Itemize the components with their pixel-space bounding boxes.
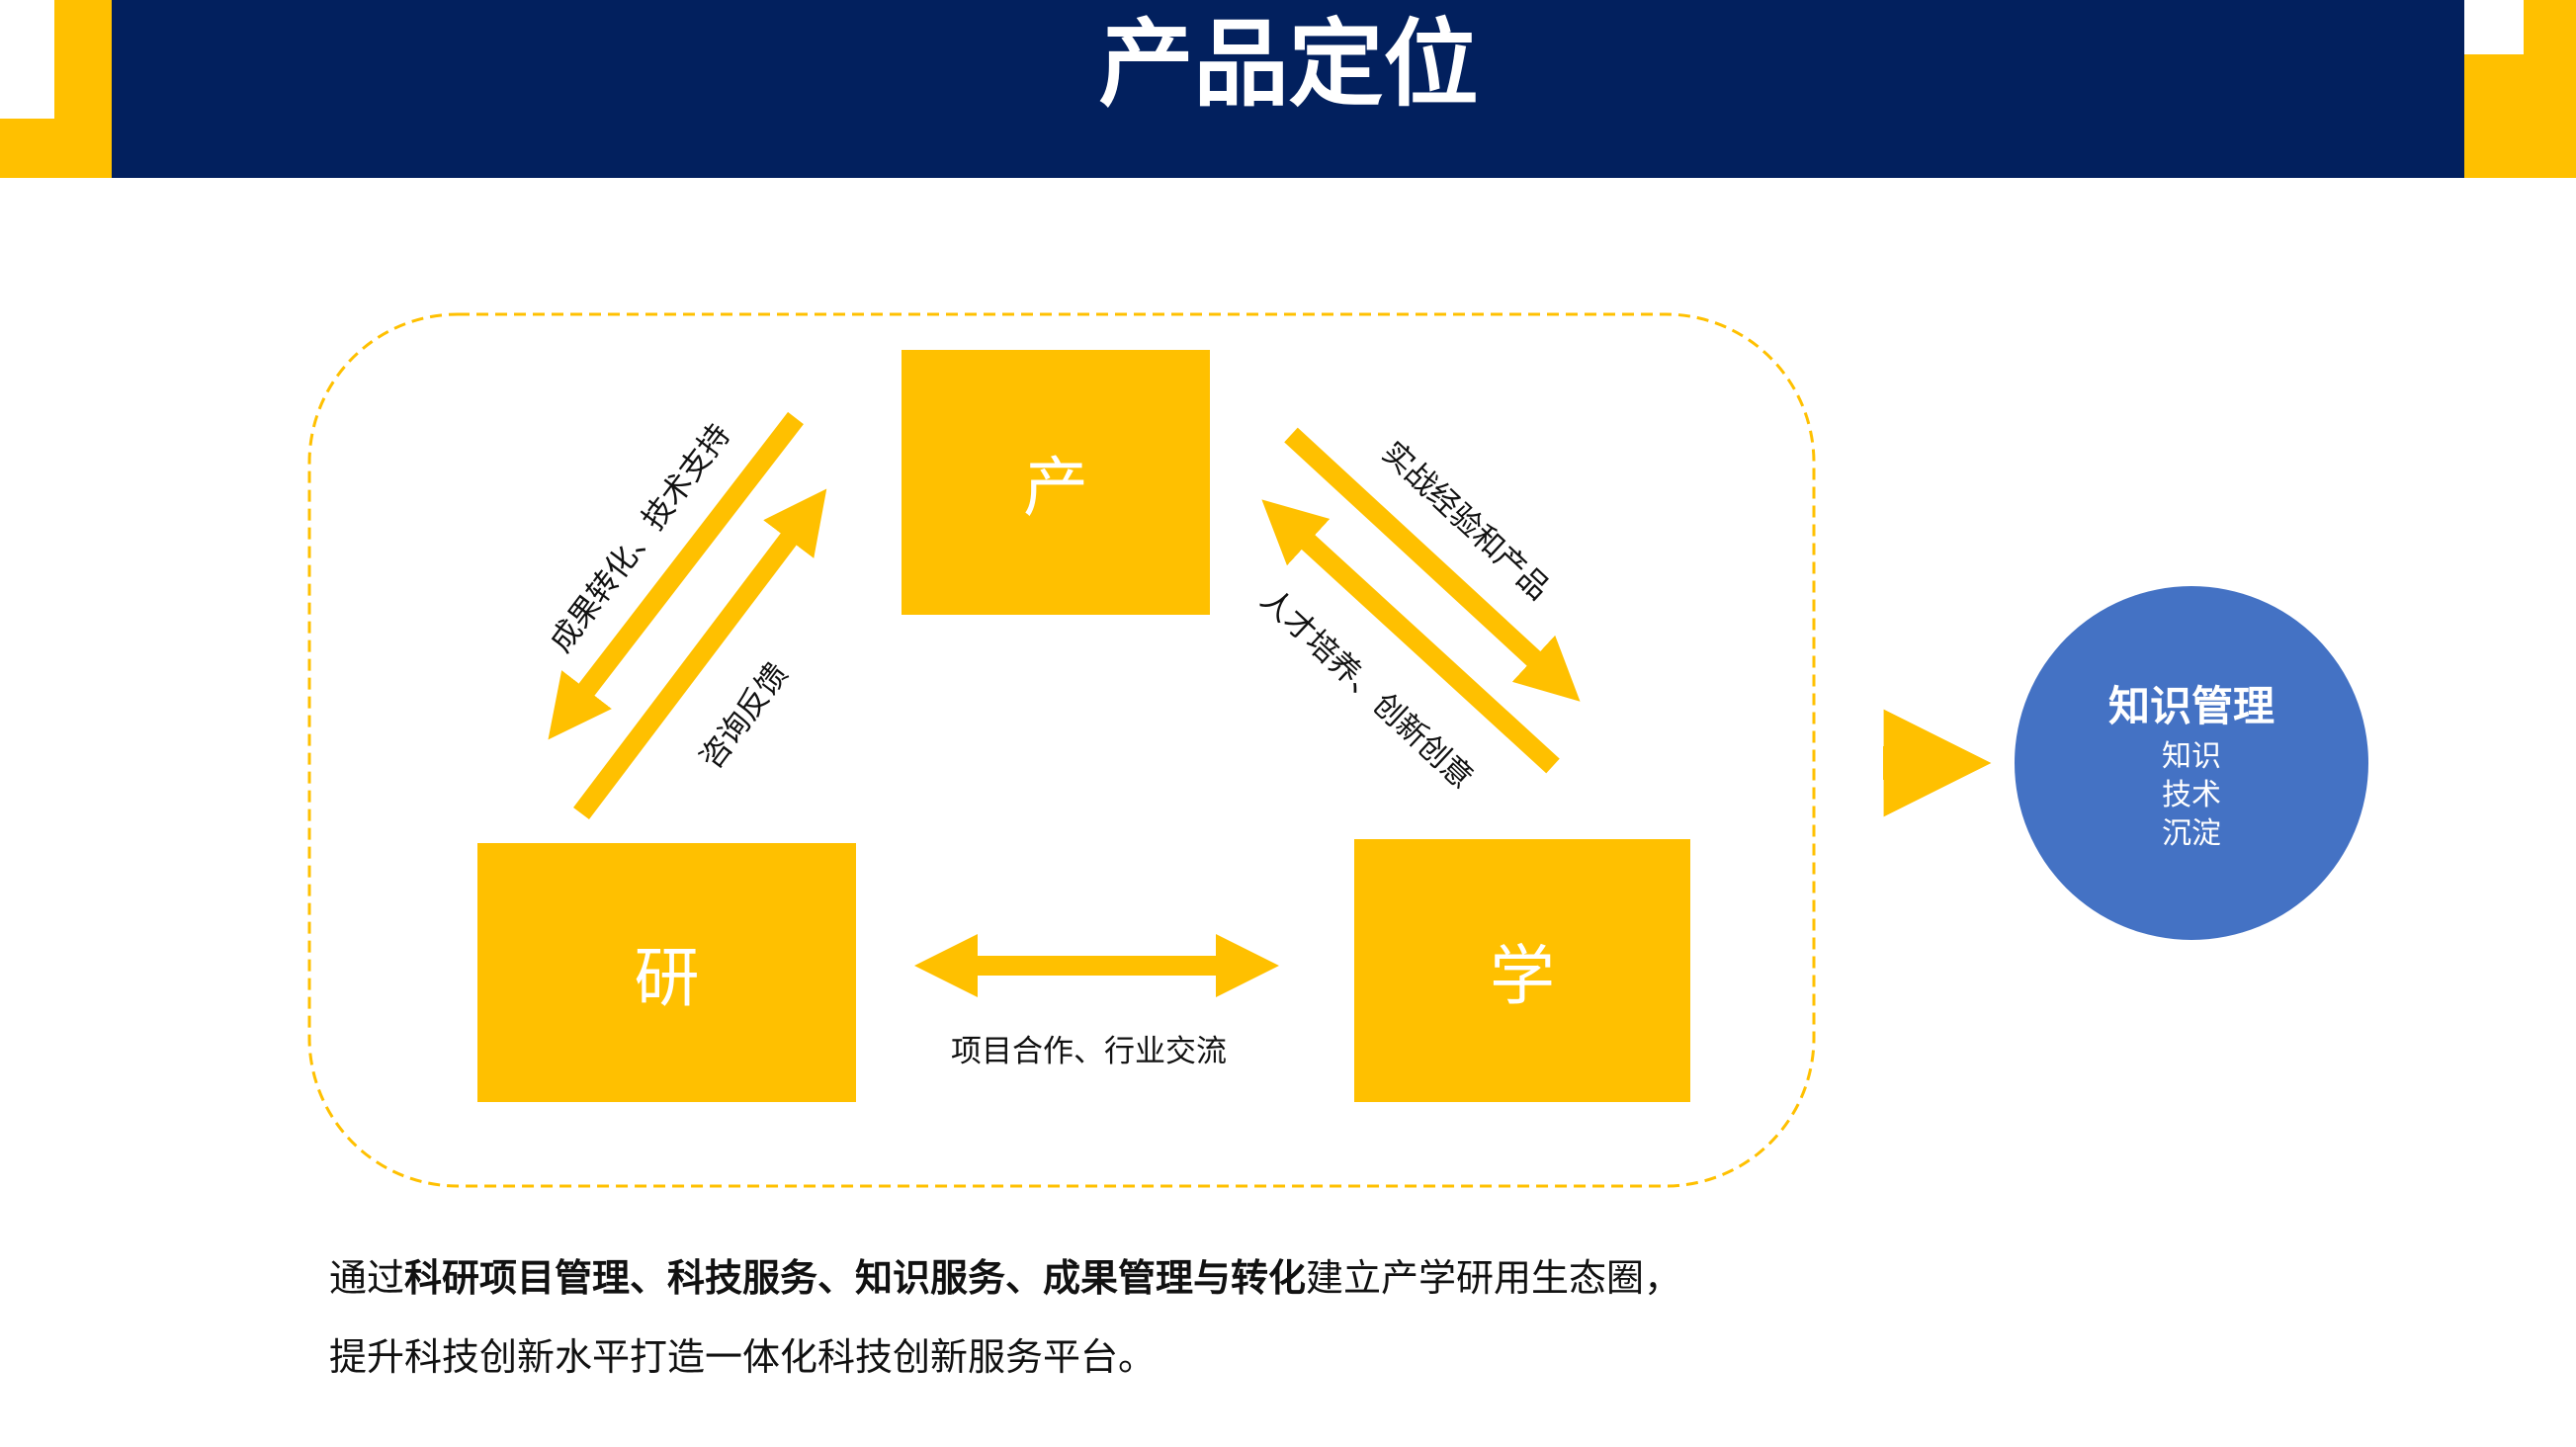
description-line-1: 通过科研项目管理、科技服务、知识服务、成果管理与转化建立产学研用生态圈， [329, 1247, 1681, 1302]
circle-title: 知识管理 [2107, 682, 2275, 730]
arrow-yan-to-chan [573, 488, 827, 820]
description-highlight: 科研项目管理、科技服务、知识服务、成果管理与转化 [404, 1256, 1307, 1300]
corner-decoration-left-cutout [0, 0, 54, 119]
node-xue-label: 学 [1490, 938, 1555, 1014]
circle-line-technology: 技术 [2162, 778, 2221, 812]
node-yan: 研 [477, 843, 856, 1102]
description-suffix: 建立产学研用生态圈， [1306, 1256, 1682, 1300]
arrow-chan-to-xue [1284, 427, 1581, 702]
header-bar: 产品定位 [54, 0, 2523, 178]
circle-line-knowledge: 知识 [2162, 739, 2221, 774]
label-bottom: 项目合作、行业交流 [951, 1034, 1227, 1069]
node-yan-label: 研 [634, 940, 700, 1016]
page-title: 产品定位 [1098, 9, 1479, 120]
node-chan-label: 产 [1023, 450, 1088, 526]
node-xue: 学 [1354, 839, 1690, 1102]
description-line-2: 提升科技创新水平打造一体化科技创新服务平台。 [329, 1335, 1157, 1379]
diagram-container-border [307, 312, 1816, 1188]
arrow-xue-to-chan [1261, 499, 1560, 774]
circle-line-accumulation: 沉淀 [2162, 816, 2221, 851]
description-prefix: 通过 [329, 1256, 405, 1300]
node-chan: 产 [902, 350, 1210, 615]
corner-decoration-right-cutout [2464, 0, 2524, 54]
knowledge-management-circle: 知识管理 知识 技术 沉淀 [2015, 586, 2368, 940]
arrow-chan-to-yan [548, 411, 804, 740]
